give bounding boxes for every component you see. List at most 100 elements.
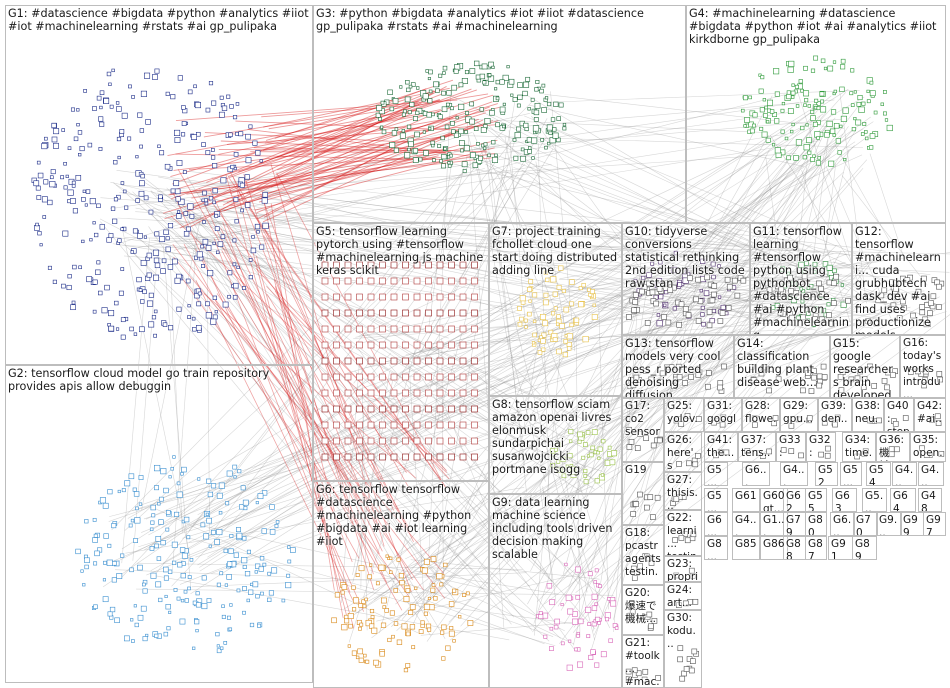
group-box-g33: G33: #noc... xyxy=(776,432,806,462)
node xyxy=(122,189,127,194)
small-group-box: G6... rob... xyxy=(742,462,770,486)
edge xyxy=(523,93,861,295)
node xyxy=(92,309,97,314)
node xyxy=(148,292,154,298)
edge xyxy=(401,138,820,620)
edge xyxy=(824,163,837,250)
group-label: G5: tensorflow learning pytorch using #t… xyxy=(316,225,484,277)
node xyxy=(111,68,115,73)
node xyxy=(183,231,190,237)
node xyxy=(245,133,251,140)
node xyxy=(407,147,411,152)
node xyxy=(423,150,429,156)
node xyxy=(233,282,239,289)
node xyxy=(517,94,523,100)
node xyxy=(168,475,172,479)
edge xyxy=(568,113,824,286)
node xyxy=(137,614,144,621)
node xyxy=(478,155,483,161)
node xyxy=(442,65,448,71)
node xyxy=(50,169,56,175)
node xyxy=(804,98,809,103)
node xyxy=(167,223,174,229)
node xyxy=(153,333,157,338)
node xyxy=(527,107,531,111)
group-label: G48 xyxy=(921,490,936,512)
edge xyxy=(217,265,734,529)
group-box-g12: G12: tensorflow #machinelearni... cuda g… xyxy=(852,223,946,335)
edge xyxy=(164,216,607,461)
node xyxy=(553,624,559,630)
node xyxy=(149,527,154,532)
edge xyxy=(430,329,795,345)
node xyxy=(95,269,101,275)
node xyxy=(106,71,112,77)
node xyxy=(544,96,549,100)
node xyxy=(469,68,476,74)
group-label: G31: googl... xyxy=(707,400,737,432)
edge xyxy=(175,236,950,255)
node xyxy=(758,88,764,94)
edge xyxy=(423,310,591,608)
node xyxy=(262,562,267,567)
node xyxy=(235,102,240,106)
edge xyxy=(199,198,533,631)
group-box-g18: G18: pcastr agents testin... xyxy=(622,525,664,585)
node xyxy=(765,137,771,143)
edge xyxy=(793,104,814,300)
edge xyxy=(534,314,564,636)
node xyxy=(600,651,607,658)
node xyxy=(79,146,85,152)
node xyxy=(163,631,169,637)
node xyxy=(167,569,173,574)
node xyxy=(868,145,874,150)
node xyxy=(544,145,548,150)
node xyxy=(543,299,549,306)
node xyxy=(437,114,443,120)
node xyxy=(153,257,160,263)
node xyxy=(206,478,212,484)
edge xyxy=(448,260,804,623)
node xyxy=(248,124,253,129)
node xyxy=(67,146,72,150)
edge xyxy=(509,362,589,447)
node xyxy=(858,106,865,113)
edge xyxy=(274,286,374,575)
node xyxy=(52,279,57,284)
node xyxy=(421,567,428,574)
node xyxy=(523,81,530,88)
group-label: G24: art... xyxy=(667,584,693,609)
edge xyxy=(157,144,800,546)
edge xyxy=(473,118,645,251)
node xyxy=(205,312,212,319)
node xyxy=(70,107,75,112)
node xyxy=(39,243,43,247)
node xyxy=(201,575,207,581)
edge xyxy=(220,227,380,555)
node xyxy=(795,104,800,108)
group-box-g34: G34: time... xyxy=(842,432,876,462)
node xyxy=(427,77,431,81)
node xyxy=(406,124,412,129)
edge xyxy=(590,316,696,652)
node xyxy=(508,78,515,85)
node xyxy=(131,639,135,643)
node xyxy=(143,195,149,201)
edge xyxy=(468,135,595,640)
node xyxy=(842,107,849,114)
node xyxy=(559,323,565,329)
node xyxy=(201,603,208,610)
node xyxy=(441,106,448,113)
edge xyxy=(100,197,819,254)
node xyxy=(581,282,586,288)
node xyxy=(151,513,156,518)
edge xyxy=(358,348,577,652)
node xyxy=(578,286,583,291)
node xyxy=(443,562,448,568)
node xyxy=(47,265,52,270)
node xyxy=(532,125,540,132)
edge xyxy=(211,438,584,574)
node xyxy=(139,128,145,133)
edge xyxy=(175,193,446,639)
edge xyxy=(562,272,648,575)
